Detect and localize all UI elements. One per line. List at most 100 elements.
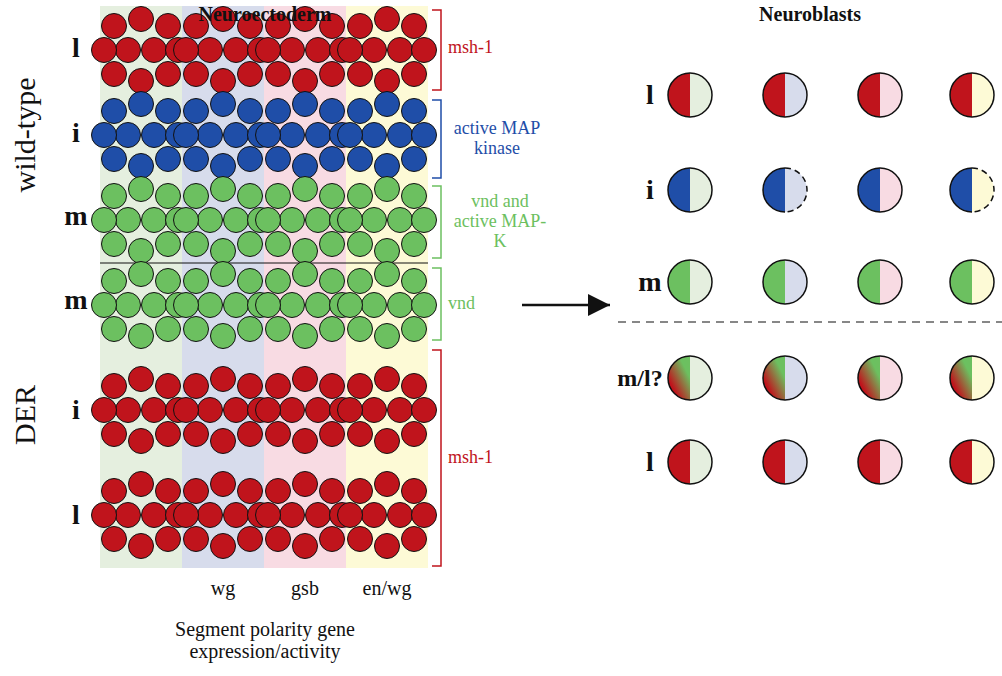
neuroblast-outline (763, 168, 785, 212)
cell (348, 62, 373, 87)
cell (238, 374, 263, 399)
cell (92, 208, 117, 233)
cell (116, 398, 141, 423)
cell (102, 147, 127, 172)
cell (412, 503, 437, 528)
cell (293, 367, 318, 392)
column-label: gsb (291, 577, 319, 599)
cell (238, 184, 263, 209)
neuroblast-half (668, 440, 690, 484)
bracket-label: vnd (448, 294, 475, 314)
cell (184, 184, 209, 209)
cell (306, 398, 331, 423)
row-label: i (72, 395, 80, 426)
cell (129, 69, 154, 94)
cell (129, 472, 154, 497)
cell (211, 177, 236, 202)
cell (238, 269, 263, 294)
cell (388, 293, 413, 318)
cell (402, 62, 427, 87)
cell (348, 422, 373, 447)
cell (320, 527, 345, 552)
cell (198, 398, 223, 423)
cell (142, 503, 167, 528)
cell (184, 99, 209, 124)
neuroblast-half (668, 168, 690, 212)
cell (402, 232, 427, 257)
cell (402, 374, 427, 399)
cell (224, 123, 249, 148)
neuroblast-outline (880, 260, 902, 304)
cell (338, 503, 363, 528)
neuroblast-outline (785, 440, 807, 484)
neuroblast-half (858, 440, 880, 484)
cell (198, 293, 223, 318)
cell (306, 208, 331, 233)
cell (256, 208, 281, 233)
neuroblast-half (880, 440, 902, 484)
cell (320, 99, 345, 124)
cell (412, 38, 437, 63)
neuroblast-half (972, 260, 994, 304)
cell (174, 208, 199, 233)
cell (402, 422, 427, 447)
neuroblast-half (785, 440, 807, 484)
cell (306, 293, 331, 318)
cell (129, 177, 154, 202)
row-label: i (72, 118, 80, 149)
cell (142, 38, 167, 63)
bracket (432, 268, 441, 340)
cell (388, 38, 413, 63)
cell (116, 503, 141, 528)
cell (116, 293, 141, 318)
cell (402, 479, 427, 504)
cell (375, 92, 400, 117)
neuroblast-half (690, 168, 712, 212)
neuroblast-half (690, 260, 712, 304)
cell (129, 7, 154, 32)
cell (256, 38, 281, 63)
cell (156, 479, 181, 504)
cell (238, 422, 263, 447)
cell (211, 367, 236, 392)
cell (224, 293, 249, 318)
cell (293, 69, 318, 94)
cell (174, 503, 199, 528)
cell (174, 123, 199, 148)
cell (338, 398, 363, 423)
panel: Neuroblasts (610, 0, 1002, 676)
cell (412, 208, 437, 233)
cell (402, 147, 427, 172)
cell (184, 62, 209, 87)
cell (402, 99, 427, 124)
cell (402, 317, 427, 342)
cell (293, 472, 318, 497)
neuroblast-outline (880, 356, 902, 400)
cell (320, 422, 345, 447)
cell (238, 527, 263, 552)
cell (280, 293, 305, 318)
cell (293, 92, 318, 117)
cell (238, 62, 263, 87)
neuroblast-outline (950, 168, 972, 212)
cell (198, 208, 223, 233)
cell (402, 184, 427, 209)
neuroblast-half (785, 356, 807, 400)
bracket-label: msh-1 (448, 38, 493, 58)
column-band (182, 6, 264, 568)
cell (238, 99, 263, 124)
cell (280, 398, 305, 423)
bracket (432, 350, 441, 566)
cell (348, 527, 373, 552)
neuroblast-outline (858, 260, 880, 304)
cell (116, 123, 141, 148)
cell (116, 38, 141, 63)
cell (280, 503, 305, 528)
cell (184, 422, 209, 447)
cell (174, 398, 199, 423)
cell (102, 317, 127, 342)
arrow (522, 304, 610, 307)
neuroblast-half (785, 168, 807, 212)
